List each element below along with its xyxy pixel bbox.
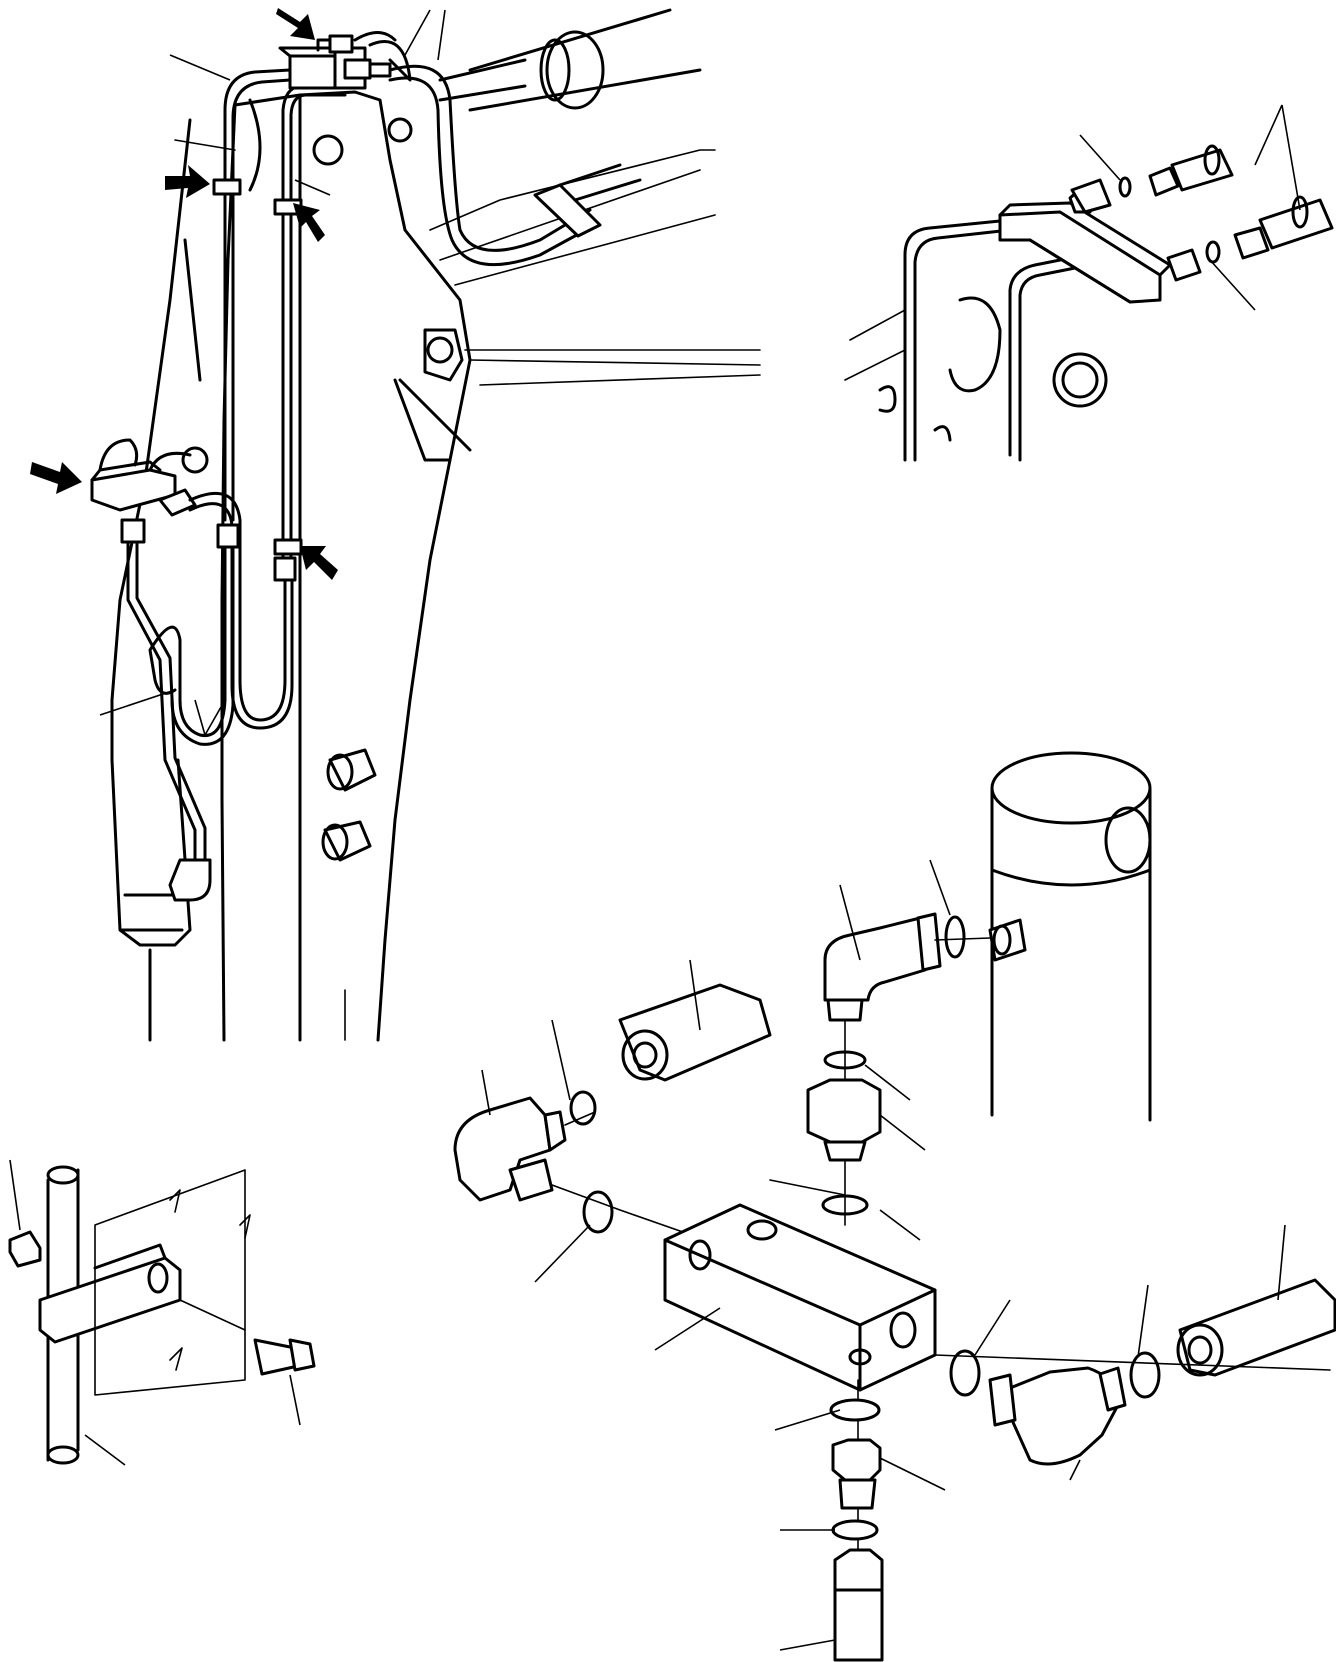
- boom-overview-view: [30, 8, 761, 1042]
- detail-fitting-lower: [1166, 248, 1202, 282]
- top-fitting: [343, 58, 372, 80]
- clamp-plate: [38, 1256, 182, 1344]
- adapter-stack: [806, 1078, 882, 1144]
- tee-down-pipe: [126, 518, 197, 872]
- callout-arrow-1: [276, 8, 315, 40]
- callout-arrow-3: [293, 203, 325, 242]
- detail-o-ring-upper: [1118, 176, 1132, 198]
- tee-port-left: [688, 1239, 712, 1271]
- elbow-upper-right: [823, 916, 927, 1002]
- arm-frame-outer: [903, 218, 1012, 462]
- callout-arrow-5: [300, 546, 338, 580]
- hose-top-2: [388, 76, 597, 267]
- boom-arm-outline: [233, 90, 472, 1042]
- boom-arm-left-edge: [220, 103, 237, 1042]
- hose-fitting: [216, 523, 240, 549]
- hose-top-1: [388, 64, 592, 252]
- callout-arrows: [30, 8, 338, 580]
- detail-fitting-upper: [1070, 178, 1112, 214]
- clamp-detail-view: [8, 1159, 316, 1466]
- steel-line-4: [289, 93, 347, 562]
- cylinder-pin: [387, 117, 413, 143]
- tee-port-right: [889, 1311, 917, 1349]
- boom-pin: [312, 134, 344, 166]
- arm-cylinder-top: [468, 8, 702, 112]
- line-clamp-upper-left: [212, 178, 242, 196]
- hose-lower-3: [148, 538, 227, 738]
- hose-lower-2: [188, 502, 294, 730]
- steel-line-1: [223, 68, 292, 522]
- hose-bottom: [833, 1548, 884, 1662]
- o-ring-left-bottom: [582, 1190, 614, 1234]
- cylinder-body: [990, 788, 1152, 1122]
- o-ring-bottom-1: [829, 1398, 881, 1422]
- detail-o-ring-lower: [1205, 240, 1221, 264]
- callout-arrow-2: [165, 165, 210, 198]
- o-ring-upper-elbow: [944, 915, 966, 959]
- elbow-lower: [168, 858, 212, 902]
- detail-hose-upper: [1170, 148, 1234, 192]
- boom-cylinder: [110, 758, 192, 947]
- adapter-bottom: [831, 1438, 882, 1482]
- line-clamp-lower: [273, 538, 303, 556]
- boss: [423, 328, 464, 382]
- cylinder-port-boss: [988, 918, 1027, 962]
- hose-right-nut: [1176, 1323, 1224, 1377]
- hose-lower-1: [188, 491, 287, 722]
- steel-line-2: [231, 78, 292, 522]
- leader-line: [169, 54, 231, 81]
- hose-clamp: [533, 183, 602, 238]
- hose-left: [618, 983, 772, 1082]
- tee-port-top: [746, 1219, 778, 1241]
- clamp-nut: [8, 1230, 42, 1268]
- tee-port-bottom: [848, 1348, 872, 1366]
- hose-right: [1178, 1278, 1336, 1377]
- detail-top-block: [998, 210, 1162, 304]
- clamp-pipe-section: [94, 1169, 246, 1396]
- detail-pin: [1052, 352, 1108, 408]
- elbow-right: [1003, 1366, 1120, 1466]
- elbow-left: [453, 1096, 552, 1202]
- callout-arrow-4: [30, 462, 82, 494]
- o-ring-bottom-2: [831, 1519, 879, 1541]
- o-ring-left-top: [569, 1090, 597, 1126]
- o-ring-right-2: [1129, 1351, 1161, 1399]
- top-block-detail-view: [844, 104, 1334, 462]
- hose-left-nut: [621, 1029, 669, 1081]
- tee-block-exploded-view: [453, 751, 1336, 1662]
- o-ring-right-1: [949, 1349, 981, 1397]
